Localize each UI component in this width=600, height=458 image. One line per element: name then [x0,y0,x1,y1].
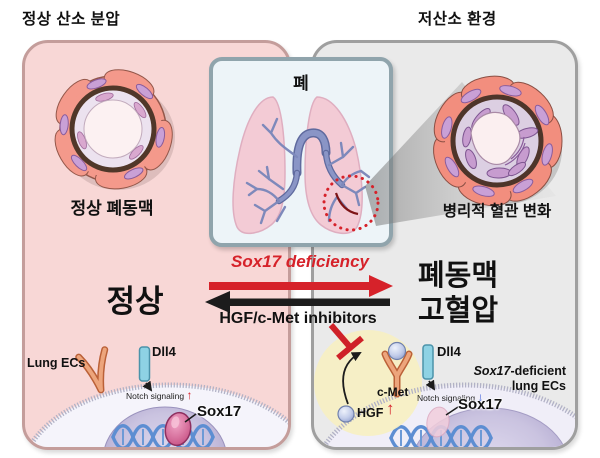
label-line2: lung ECs [511,378,566,393]
dll4-label-left: Dll4 [152,344,176,359]
hgf-label: HGF [357,406,384,420]
sox17-pointer-line [445,406,459,416]
header-hypoxia: 저산소 환경 [418,11,497,28]
sox17-deficient-ecs-label: Sox17-deficient lung ECs [474,364,566,393]
notch-up-arrow: ↑ [186,388,193,402]
reverse-arrow [205,291,390,313]
hgf-cmet-inhibitors-label: HGF/c-Met inhibitors [219,310,377,327]
lung-illustration [232,96,371,235]
hgf-ligand-icon [337,405,355,423]
sox17-italic: Sox17 [473,364,511,378]
state-pah-line2: 고혈압 [417,295,499,327]
dll4-to-notch-arrow [142,380,153,392]
left-cell-illustration [26,346,288,447]
state-pah-label: 폐동맥 고혈압 [408,259,508,329]
cmet-receptor-inactive-icon [75,346,109,394]
lung-panel-title: 폐 [293,74,309,93]
diseased-vessel-label: 병리적 혈관 변화 [442,203,552,220]
cmet-receptor-active-icon [381,341,413,398]
diseased-artery-illustration [433,75,563,207]
deficient-text: -deficient [510,364,566,378]
dll4-to-notch-arrow [425,379,436,391]
notch-text: Notch signaling [126,391,185,401]
dll4-receptor-icon [138,346,151,382]
forward-arrow [209,275,393,297]
hgf-up-arrow: ↑ [386,399,395,418]
notch-down-arrow: ↓ [477,390,484,404]
intima-nuclei [77,92,147,160]
hgf-highlight-zone [314,330,422,436]
dll4-label-right: Dll4 [437,344,461,359]
right-lung-lobe [304,96,363,235]
notch-signaling-right: Notch signaling ↓ [417,390,484,404]
vessel-lumen [83,99,143,159]
state-pah-line1: 폐동맥 [417,260,499,292]
dll4-receptor-icon [422,344,434,380]
lung-ecs-label: Lung ECs [27,356,86,370]
sox17-pointer-line [184,413,197,423]
notch-text: Notch signaling [417,393,476,403]
notch-signaling-left: Notch signaling ↑ [126,388,193,402]
left-lung-lobe [232,96,286,235]
sox17-label-right: Sox17 [458,396,503,413]
lung-panel: 폐 [209,57,393,247]
sox17-deficiency-label: Sox17 deficiency [231,252,369,271]
state-normal-label: 정상 [106,284,164,319]
cmet-label: c-Met [377,385,409,399]
normal-vessel-label: 정상 폐동맥 [70,199,154,218]
hgf-bound-icon [387,341,407,361]
sox17-protein-faded-icon [426,406,450,438]
smooth-muscle-nuclei [59,78,166,180]
normal-artery-illustration [54,69,175,190]
sox17-label-left: Sox17 [197,403,242,420]
header-normoxia: 정상 산소 분압 [22,11,121,28]
sox17-protein-icon [164,411,192,447]
label-line1: Sox17-deficient [474,364,566,379]
